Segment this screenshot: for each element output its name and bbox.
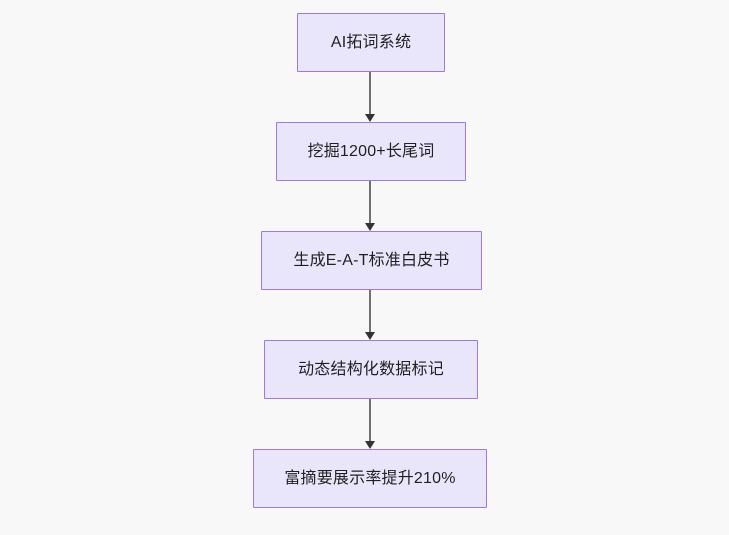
flow-node-1[interactable]: AI拓词系统 bbox=[297, 13, 445, 72]
flow-node-label: 生成E-A-T标准白皮书 bbox=[293, 251, 450, 269]
flow-edge-line bbox=[369, 399, 371, 442]
flow-node-label: 挖掘1200+长尾词 bbox=[307, 142, 435, 160]
flow-node-label: AI拓词系统 bbox=[330, 33, 412, 51]
arrowhead-down-icon bbox=[365, 114, 375, 122]
flow-node-2[interactable]: 挖掘1200+长尾词 bbox=[276, 122, 466, 181]
arrowhead-down-icon bbox=[365, 332, 375, 340]
flow-node-3[interactable]: 生成E-A-T标准白皮书 bbox=[261, 231, 482, 290]
flow-edge-line bbox=[369, 181, 371, 224]
flow-node-5[interactable]: 富摘要展示率提升210% bbox=[253, 449, 487, 508]
arrowhead-down-icon bbox=[365, 441, 375, 449]
flow-node-label: 动态结构化数据标记 bbox=[298, 360, 444, 378]
flow-edge-line bbox=[369, 72, 371, 115]
flow-edge-line bbox=[369, 290, 371, 333]
flow-node-label: 富摘要展示率提升210% bbox=[284, 469, 456, 487]
arrowhead-down-icon bbox=[365, 223, 375, 231]
flow-node-4[interactable]: 动态结构化数据标记 bbox=[264, 340, 478, 399]
